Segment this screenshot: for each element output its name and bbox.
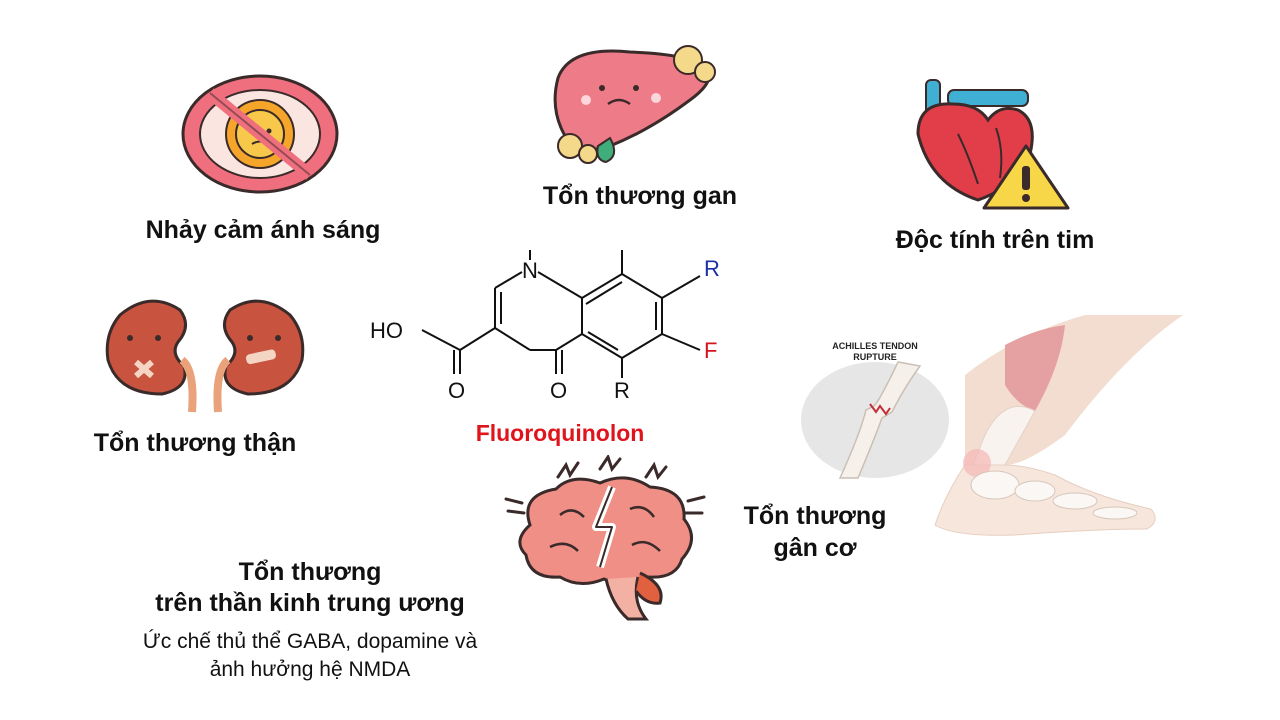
atom-f: F xyxy=(704,338,717,363)
molecule-name: Fluoroquinolon xyxy=(475,420,645,446)
sick-kidney-icon xyxy=(105,299,305,413)
atom-r-bottom: R xyxy=(614,378,630,403)
tendon-label-line1: Tổn thương xyxy=(743,502,887,530)
kidney-label: Tổn thương thận xyxy=(93,429,297,457)
tendon-inset-line2: RUPTURE xyxy=(853,352,897,362)
tendon-label-line2: gân cơ xyxy=(773,534,857,562)
atom-n: N xyxy=(522,258,538,283)
cns-label-line1: Tổn thương xyxy=(238,558,382,586)
achilles-foot-icon xyxy=(934,315,1183,536)
tendon-rupture-inset-icon xyxy=(801,361,949,479)
sick-liver-icon xyxy=(553,45,716,164)
heart-warning-icon xyxy=(916,79,1070,210)
atom-r-top: R xyxy=(704,256,720,281)
cns-label-line2: trên thần kinh trung ương xyxy=(155,589,465,617)
tendon-inset-line1: ACHILLES TENDON xyxy=(832,341,918,351)
sun-forbidden-icon xyxy=(181,74,339,194)
fluoroquinolone-structure: N R F R HO O O xyxy=(370,250,720,403)
brain-lightning-icon xyxy=(504,455,706,621)
atom-ho: HO xyxy=(370,318,403,343)
photosensitivity-label: Nhảy cảm ánh sáng xyxy=(145,216,381,244)
cns-detail-line1: Ức chế thủ thể GABA, dopamine và xyxy=(142,630,478,653)
atom-o-keto: O xyxy=(550,378,567,403)
cns-detail-line2: ảnh hưởng hệ NMDA xyxy=(209,658,411,681)
liver-label: Tổn thương gan xyxy=(542,182,738,210)
atom-o-acid: O xyxy=(448,378,465,403)
heart-label: Độc tính trên tim xyxy=(895,226,1095,254)
